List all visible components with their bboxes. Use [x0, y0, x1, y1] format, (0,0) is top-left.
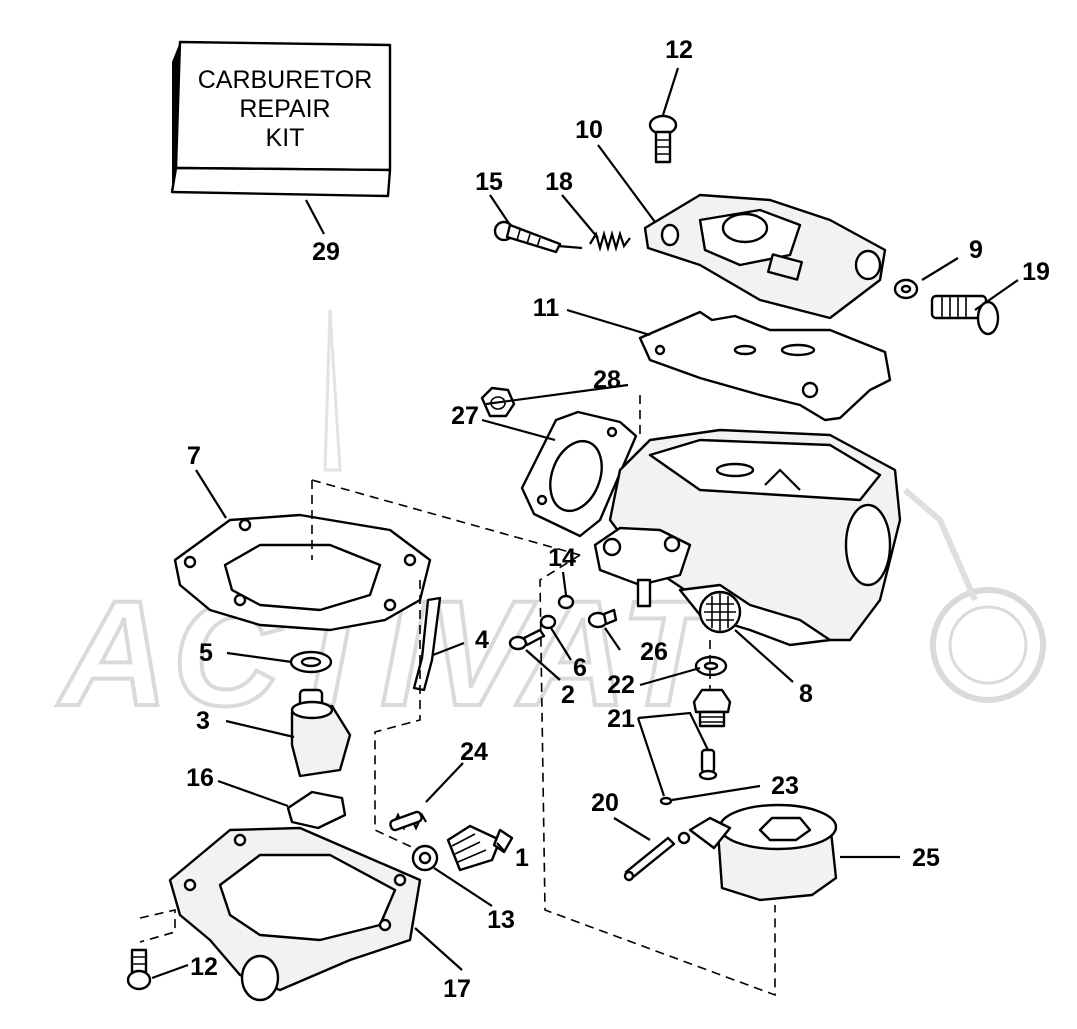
screw-2 — [508, 628, 546, 651]
washer-6 — [539, 614, 557, 630]
spring-18 — [589, 229, 631, 253]
callout-9: 9 — [969, 236, 983, 264]
gasket-7 — [173, 513, 432, 632]
callout-7: 7 — [187, 442, 201, 470]
float-3 — [290, 688, 352, 778]
filter-8 — [698, 590, 742, 634]
washer-13 — [411, 844, 439, 872]
screw-12-top — [648, 114, 678, 164]
valve-seat-21 — [692, 688, 732, 781]
callout-23: 23 — [771, 772, 799, 800]
kit-line1: CARBURETOR — [198, 66, 373, 94]
callout-16: 16 — [186, 764, 214, 792]
callout-21: 21 — [607, 705, 635, 733]
washer-5 — [289, 650, 333, 674]
pad-16 — [286, 790, 347, 830]
callout-29: 29 — [312, 238, 340, 266]
clip-14 — [557, 594, 575, 610]
callout-3: 3 — [196, 707, 210, 735]
kit-line2: REPAIR — [239, 95, 330, 123]
pin-23 — [659, 796, 673, 806]
needle-valve-1 — [446, 824, 514, 872]
callout-27: 27 — [451, 402, 479, 430]
cover-10 — [643, 193, 887, 320]
callout-18: 18 — [545, 168, 573, 196]
callout-13: 13 — [487, 906, 515, 934]
callout-22: 22 — [607, 671, 635, 699]
callout-28: 28 — [593, 366, 621, 394]
needle-screw-15 — [493, 220, 583, 254]
washer-22 — [694, 655, 728, 677]
callout-24: 24 — [460, 738, 488, 766]
washer-9 — [893, 278, 919, 300]
tube-4 — [412, 596, 442, 692]
callout-labels: 12 10 15 18 29 9 19 11 28 27 7 14 4 5 26… — [186, 36, 1050, 1003]
carburetor-body — [593, 428, 902, 647]
pin-20 — [623, 836, 676, 882]
fitting-26 — [587, 608, 618, 629]
float-25 — [677, 803, 838, 902]
kit-line3: KIT — [266, 124, 305, 152]
carburetor-repair-kit-box: CARBURETOR REPAIR KIT — [170, 40, 392, 198]
assembly-guide-lines — [139, 395, 776, 997]
callout-2: 2 — [561, 681, 575, 709]
screw-12-bottom — [126, 948, 152, 991]
gasket-11 — [638, 310, 892, 422]
callout-19: 19 — [1022, 258, 1050, 286]
callout-4: 4 — [475, 626, 489, 654]
callout-12-top: 12 — [665, 36, 693, 64]
float-bowl-17 — [168, 826, 422, 1002]
gasket-27 — [520, 410, 638, 538]
callout-11: 11 — [533, 294, 560, 322]
callout-17: 17 — [443, 975, 471, 1003]
callout-12-bottom: 12 — [190, 953, 218, 981]
leader-lines — [151, 67, 1019, 980]
callout-5: 5 — [199, 639, 213, 667]
spring-24 — [389, 810, 427, 832]
callout-1: 1 — [515, 844, 529, 872]
callout-15: 15 — [475, 168, 503, 196]
callout-14: 14 — [548, 544, 576, 572]
callout-25: 25 — [912, 844, 940, 872]
callout-10: 10 — [575, 116, 603, 144]
callout-8: 8 — [799, 680, 813, 708]
callout-20: 20 — [591, 789, 619, 817]
callout-6: 6 — [573, 654, 587, 682]
callout-26: 26 — [640, 638, 668, 666]
